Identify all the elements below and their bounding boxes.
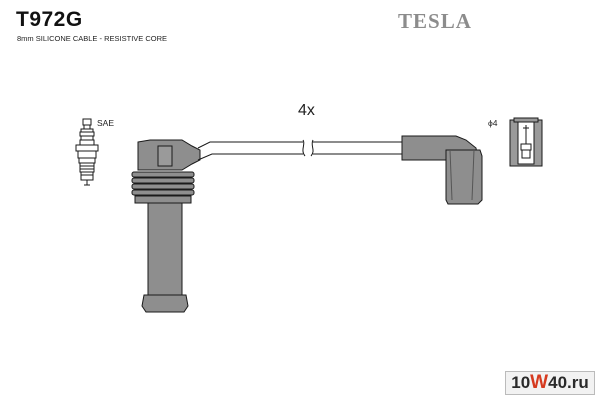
terminal-diameter-label: ϕ4	[488, 118, 498, 128]
quantity-label: 4x	[298, 102, 315, 119]
cable-icon	[197, 139, 402, 161]
plug-boot-icon	[131, 139, 201, 313]
spark-plug-icon	[75, 118, 99, 186]
part-code: T972G	[16, 8, 83, 31]
watermark-logo: 10W40.ru	[505, 371, 595, 395]
terminal-icon	[509, 117, 543, 167]
spark-plug-label: SAE	[97, 118, 115, 128]
cable-description: 8mm SILICONE CABLE - RESISTIVE CORE	[17, 34, 168, 43]
coil-boot-icon	[401, 135, 483, 205]
brand-logo: TESLA	[398, 9, 472, 33]
